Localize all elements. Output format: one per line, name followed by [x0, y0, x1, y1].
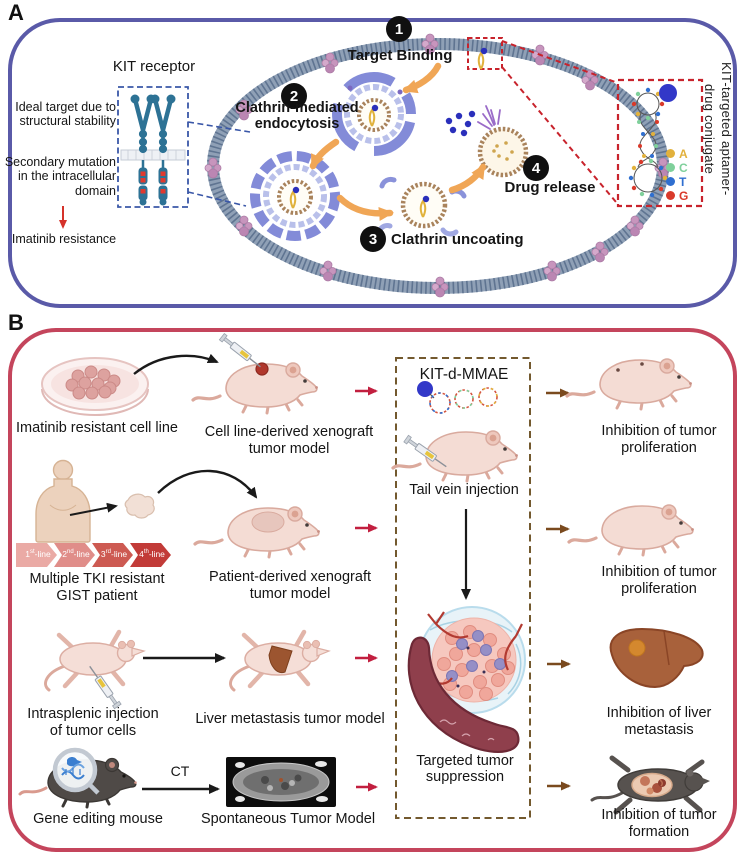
tki-line-1: 1st-line: [25, 549, 51, 559]
step-4-label: Drug release: [504, 179, 596, 196]
outcome-liver: [609, 627, 704, 689]
tki-line-2: 2nd-line: [62, 549, 90, 559]
arrow-tumor-to-mouse: [157, 469, 258, 499]
row4-model-label: Spontaneous Tumor Model: [200, 811, 376, 827]
clathrin-vesicle-forming: [332, 72, 416, 156]
tumor-specimen: [124, 493, 155, 519]
release-burst: [477, 105, 501, 130]
liver-metastasis-mouse: [231, 632, 329, 690]
aptamer-on-membrane: [467, 37, 619, 203]
row2-source-label: Multiple TKI resistant GIST patient: [29, 571, 165, 604]
conjugate-title: KIT-targeted aptamer- drug conjugate: [702, 62, 734, 196]
treatment-box: [395, 357, 531, 819]
released-drug-dots: [445, 110, 476, 137]
xenograft-patch: [251, 511, 285, 533]
row3-source-label: Intrasplenic injection of tumor cells: [27, 706, 159, 739]
arrow-cells-to-mouse: [133, 353, 219, 375]
dna-magnifier: [52, 747, 100, 795]
step-2-label: Clathrin-mediated endocytosis: [235, 100, 359, 132]
legend-row-g: G: [666, 188, 689, 203]
ct-scan-image: [226, 757, 336, 807]
panel-a-label: A: [8, 0, 24, 25]
drug-release-vesicle: [445, 105, 529, 178]
row4-source-label: Gene editing mouse: [33, 811, 163, 827]
drug-molecule-dot: [659, 84, 677, 102]
outcome3-label: Inhibition of liver metastasis: [606, 705, 712, 738]
intrasplenic-mouse: [46, 632, 144, 690]
arrow-patient-to-tumor: [69, 502, 118, 516]
mouse-glyph: [67, 757, 82, 767]
cell-membrane-illustration: [204, 33, 672, 298]
tki-line-4: 4th-line: [139, 549, 165, 559]
tumor-suppression-label: Targeted tumor suppression: [416, 753, 514, 785]
legend-row-t: T: [666, 174, 688, 189]
outcome-dissected-mouse: [590, 755, 710, 815]
base-c-dot: [666, 163, 675, 172]
note-secondary-mutation: Secondary mutation in the intracellular …: [4, 155, 116, 198]
base-a-label: A: [679, 146, 688, 161]
base-g-dot: [666, 191, 675, 200]
legend-row-a: A: [666, 146, 688, 161]
injection-mouse: [391, 429, 520, 483]
panel-b-border: [8, 328, 737, 852]
step-3-badge: 3: [360, 226, 386, 252]
kit-d-mmae-aptamer: [417, 381, 498, 414]
note-imatinib-resistance: Imatinib resistance: [11, 232, 117, 246]
base-c-label: C: [679, 160, 688, 175]
ct-arrow-label: CT: [170, 763, 190, 779]
step-1-badge: 1: [386, 16, 412, 42]
row1-model-label: Cell line-derived xenograft tumor model: [204, 424, 374, 457]
row1-source-label: Imatinib resistant cell line: [16, 420, 178, 436]
tki-chevrons: [16, 543, 171, 567]
tumor-suppression-illustration: [407, 606, 526, 753]
outcome4-label: Inhibition of tumor formation: [601, 807, 717, 840]
liver-lesion: [268, 645, 293, 674]
pdx-mouse: [193, 505, 322, 559]
petri-dish: [41, 357, 149, 416]
tki-line-3: 3rd-line: [100, 549, 128, 559]
outcome-mouse-2: [567, 503, 696, 557]
outcome-mouse-1: [565, 357, 694, 411]
panel-a-border: [8, 18, 737, 308]
outcome2-label: Inhibition of tumor proliferation: [601, 564, 717, 597]
kit-receptor-diagram: [59, 86, 251, 229]
tail-vein-injection-label: Tail vein injection: [409, 482, 519, 498]
step-1-label: Target Binding: [347, 47, 453, 64]
nucleotide-dots: [628, 87, 668, 198]
nucleotide-legend: A C T G: [666, 147, 688, 203]
clathrin-vesicle-coated: [250, 151, 340, 241]
cdx-mouse: [191, 361, 320, 415]
row2-model-label: Patient-derived xenograft tumor model: [208, 569, 371, 602]
clathrin-uncoating-vesicle: [377, 176, 467, 237]
drug-conjugate-label: KIT-d-MMAE: [419, 366, 509, 383]
legend-row-c: C: [666, 160, 688, 175]
base-t-dot: [666, 177, 675, 186]
patient-figure: [35, 459, 91, 543]
outcome1-label: Inhibition of tumor proliferation: [601, 423, 717, 456]
aptamer-conjugate-diagram: [616, 78, 704, 208]
blood-vessel: [407, 636, 520, 753]
base-g-label: G: [679, 188, 689, 203]
syringe-row1: [218, 332, 264, 371]
step-3-label: Clathrin uncoating: [391, 231, 524, 248]
base-t-label: T: [679, 174, 687, 189]
panel-b-label: B: [8, 310, 24, 335]
step-2-badge: 2: [281, 83, 307, 109]
kit-receptor-title: KIT receptor: [112, 58, 196, 75]
pathway-arrows: [309, 62, 487, 221]
row3-model-label: Liver metastasis tumor model: [195, 711, 385, 727]
note-ideal-target: Ideal target due to structural stability: [15, 100, 116, 129]
step-4-badge: 4: [523, 155, 549, 181]
base-a-dot: [666, 149, 675, 158]
